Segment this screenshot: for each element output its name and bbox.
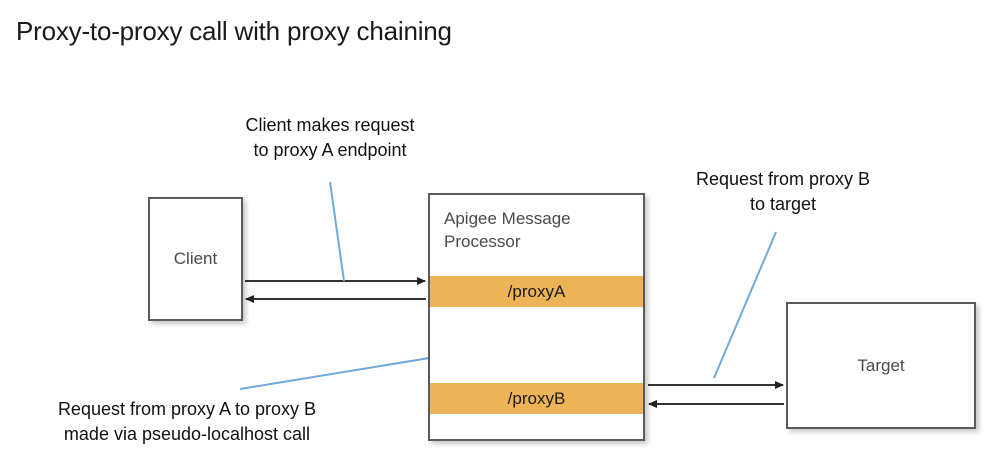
annotation-client-request: Client makes request to proxy A endpoint: [245, 115, 415, 160]
leader-line-proxyb-target: [713, 231, 777, 379]
leader-line-client-request: [329, 181, 345, 282]
node-message-processor[interactable]: Apigee Message Processor /proxyA /proxyB: [428, 193, 645, 441]
annotation-proxya-to-proxyb: Request from proxy A to proxy B made via…: [57, 399, 317, 444]
node-client-label: Client: [173, 249, 218, 268]
proxy-b-band[interactable]: /proxyB: [430, 383, 643, 414]
proxy-b-label: /proxyB: [507, 388, 566, 408]
node-target[interactable]: Target: [786, 302, 976, 429]
node-target-label: Target: [857, 355, 905, 375]
proxy-a-band[interactable]: /proxyA: [430, 276, 643, 307]
page-title: Proxy-to-proxy call with proxy chaining: [16, 16, 452, 46]
node-message-processor-title: Apigee Message Processor: [444, 209, 571, 251]
annotation-proxyb-to-target: Request from proxy B to target: [695, 169, 871, 214]
node-client[interactable]: Client: [148, 197, 243, 321]
proxy-a-label: /proxyA: [507, 281, 566, 301]
